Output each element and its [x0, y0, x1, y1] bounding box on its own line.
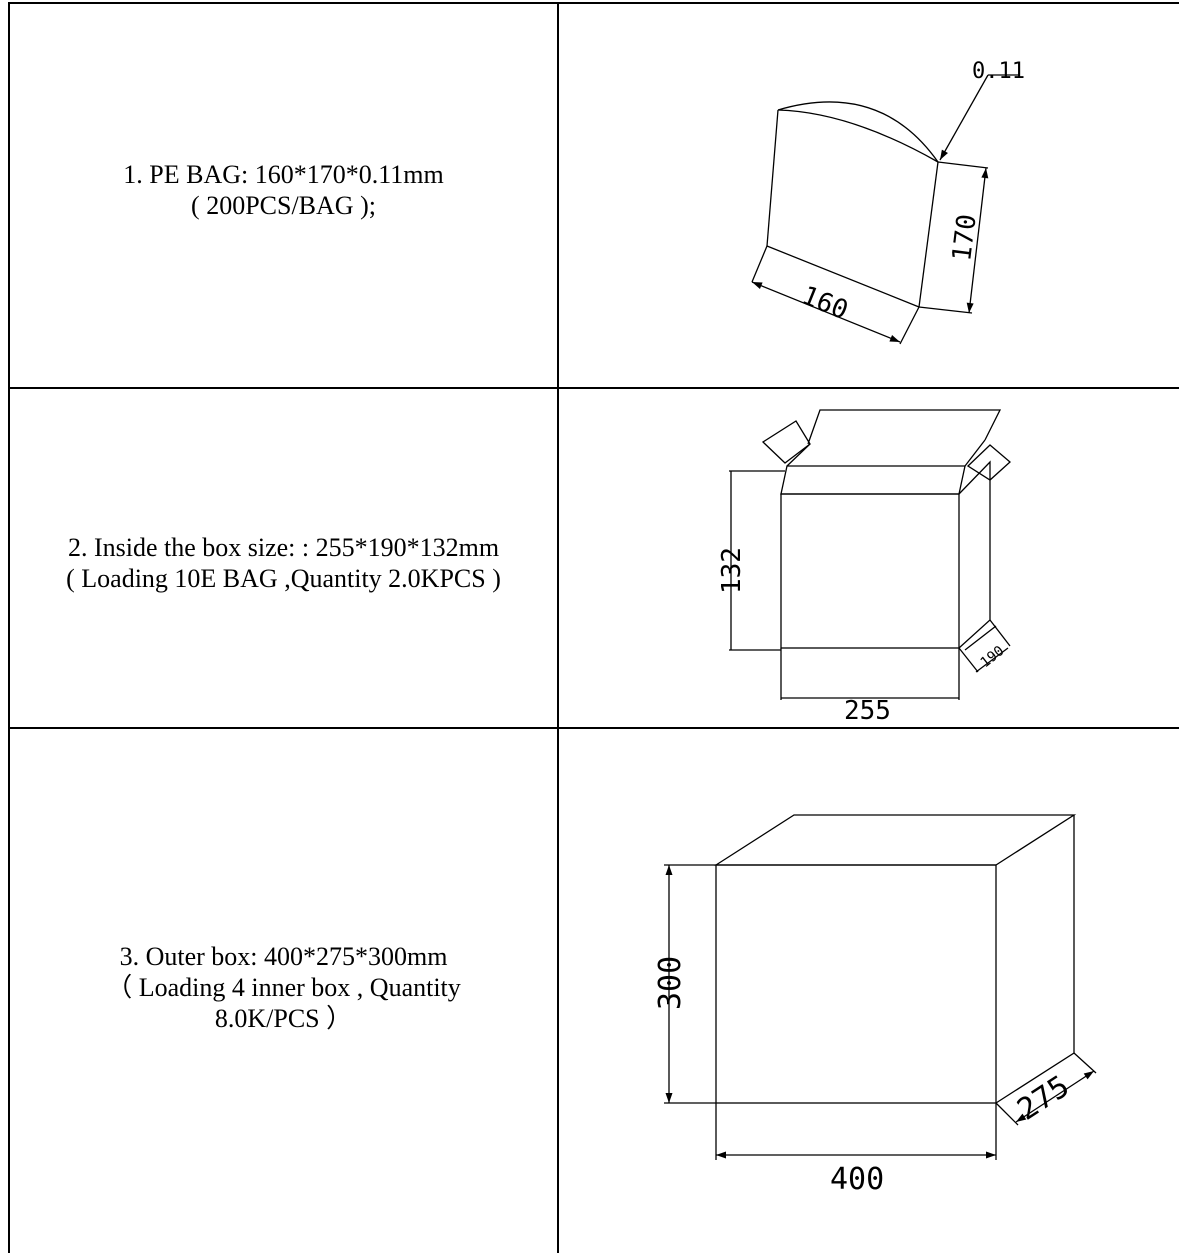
row-1-description: 1. PE BAG: 160*170*0.11mm ( 200PCS/BAG )…	[10, 159, 557, 221]
height-extension-top	[937, 161, 989, 169]
bag-front-top-edge	[777, 101, 939, 163]
width-extension-right	[899, 306, 920, 345]
row-2-description: 2. Inside the box size: : 255*190*132mm …	[10, 532, 557, 594]
row-2-line-2: ( Loading 10E BAG ,Quantity 2.0KPCS )	[66, 564, 501, 593]
inner-box-front-face	[780, 493, 960, 649]
inner-box-back-flap	[807, 409, 1002, 445]
row-3-line-2: （ Loading 4 inner box , Quantity	[106, 973, 461, 1002]
outer-height-label: 300	[653, 956, 688, 1010]
bag-back-top-edge	[777, 109, 939, 163]
pe-bag-drawing	[751, 74, 1020, 345]
column-divider	[557, 2, 559, 1253]
row-3-line-1: 3. Outer box: 400*275*300mm	[119, 942, 448, 971]
outer-box-front-face	[715, 864, 997, 1104]
outer-box-drawing	[664, 814, 1097, 1160]
row-3-line-3: 8.0K/PCS ）	[214, 1004, 353, 1033]
table-border-top	[8, 2, 1179, 4]
row-divider-1	[8, 387, 1179, 389]
inner-box-left-flap	[761, 420, 811, 464]
row-1-line-2: ( 200PCS/BAG );	[191, 191, 376, 220]
inner-depth-dimension-line-2	[975, 647, 1009, 673]
bag-left-edge	[766, 109, 779, 247]
outer-depth-extension-2	[995, 1102, 1019, 1126]
bag-height-label: 170	[947, 213, 983, 263]
height-dimension-line	[966, 167, 989, 314]
width-dimension-line	[751, 281, 901, 343]
width-extension-left	[751, 245, 768, 283]
inner-box-drawing	[729, 409, 1011, 700]
inner-width-label: 255	[844, 696, 891, 726]
row-3-description: 3. Outer box: 400*275*300mm （ Loading 4 …	[10, 941, 557, 1034]
inner-box-front-flap	[780, 465, 966, 495]
bag-thickness-label: 0.11	[972, 59, 1025, 84]
row-divider-2	[8, 727, 1179, 729]
inner-depth-extension	[989, 619, 1011, 647]
inner-box-side-face	[958, 460, 991, 649]
table-border-left	[8, 2, 10, 1253]
inner-box-right-flap	[966, 444, 1011, 481]
inner-depth-extension-2	[958, 647, 979, 673]
inner-height-label: 132	[717, 547, 747, 594]
inner-depth-dimension-line	[964, 625, 997, 651]
outer-depth-dimension-line	[1015, 1070, 1095, 1123]
height-extension-bottom	[918, 306, 973, 314]
inner-box-back-rim-2	[964, 439, 986, 467]
outer-width-label: 400	[830, 1162, 884, 1197]
bag-right-edge	[918, 161, 939, 308]
row-1-line-1: 1. PE BAG: 160*170*0.11mm	[123, 160, 444, 189]
outer-box-top-face	[713, 814, 1077, 866]
outer-depth-extension-1	[1073, 1052, 1097, 1074]
row-2-line-1: 2. Inside the box size: : 255*190*132mm	[67, 533, 500, 562]
thickness-leader-line	[939, 74, 989, 161]
